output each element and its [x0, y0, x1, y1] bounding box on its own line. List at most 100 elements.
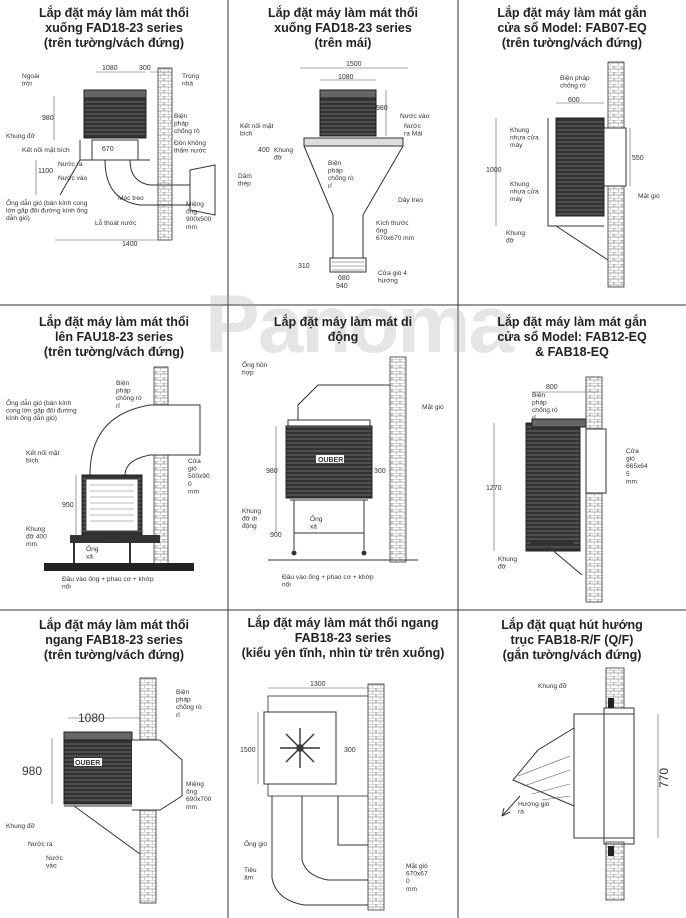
- dim-1300: 1300: [310, 681, 326, 688]
- title-line-2: trục FAB18-R/F (Q/F): [510, 633, 634, 647]
- panel-title: Lắp đặt máy làm mát gắn cửa sổ Model: FA…: [458, 6, 686, 51]
- brick-wall-bottom: [605, 841, 625, 901]
- title-line-2: ngang FAB18-23 series: [45, 633, 183, 647]
- dim-1080: 1080: [102, 65, 118, 72]
- title-line-3: (trên tường/vách đứng): [43, 345, 185, 359]
- dim-950: 950: [62, 502, 74, 509]
- dim-940: 940: [336, 283, 348, 290]
- label-frame: Khung đỡ: [6, 133, 36, 140]
- duct-elbow: [89, 404, 201, 476]
- panel-title: Lắp đặt máy làm mát thổi ngang FAB18-23 …: [0, 618, 228, 663]
- dim-1270: 1270: [486, 485, 502, 492]
- duct-elbow: [271, 796, 368, 906]
- title-line-3: (gắn tường/vách đứng): [502, 648, 642, 662]
- dim-1500: 1500: [346, 61, 362, 68]
- label-wall: Mặt gió: [638, 193, 660, 200]
- panel-fau-wall: Lắp đặt máy làm mát thổi lên FAU18-23 se…: [0, 305, 228, 610]
- dim-300: 300: [374, 468, 386, 475]
- panel-fad-roof: Lắp đặt máy làm mát thổi xuống FAD18-23 …: [228, 0, 458, 305]
- dim-1400: 1400: [122, 241, 138, 248]
- duct-elbow: [104, 159, 190, 206]
- title-line-2: FAB18-23 series: [294, 631, 392, 645]
- title-line-2: xuống FAD18-23 series: [45, 21, 183, 35]
- panel-title: Lắp đặt máy làm mát gắn cửa sổ Model: FA…: [458, 315, 686, 360]
- watermark: Panoma: [205, 279, 514, 370]
- dim-800: 800: [546, 384, 558, 391]
- title-line-2: lên FAU18-23 series: [54, 330, 174, 344]
- label-water-out: Nước ra: [28, 841, 53, 848]
- outlet-flare: [189, 164, 216, 216]
- cooler-unit: [555, 117, 605, 217]
- dim-670: 670: [102, 146, 114, 153]
- panel-drawing: 1500 1080 980 400 310 680 940 Kết nối mặ…: [238, 61, 430, 290]
- cooler-unit: [319, 95, 377, 137]
- title-line-3: & FAB18-EQ: [535, 345, 609, 359]
- title-line-3: (trên tường/vách đứng): [43, 648, 185, 662]
- brick-wall: [157, 67, 173, 241]
- label-drain: Lỗ thoát nước: [95, 218, 137, 227]
- title-line-1: Lắp đặt máy làm mát thổi: [38, 6, 190, 20]
- brand-logo: OUBER: [318, 457, 343, 464]
- dim-310: 310: [298, 263, 310, 270]
- panel-title: Lắp đặt máy làm mát thổi lên FAU18-23 se…: [0, 315, 228, 360]
- title-line-1: Lắp đặt máy làm mát thổi: [38, 315, 190, 329]
- panel-title: Lắp đặt máy làm mát thổi xuống FAD18-23 …: [228, 6, 458, 51]
- cooler-unit: [63, 737, 133, 805]
- dim-980: 980: [266, 468, 278, 475]
- label-water-in: Nước vào: [58, 175, 88, 182]
- panel-fab-quiet: Lắp đặt máy làm mát thổi ngang FAB18-23 …: [228, 610, 458, 918]
- dim-1080: 1080: [338, 74, 354, 81]
- label-wire: Dây treo: [398, 197, 423, 204]
- label-frame: Khung đỡ: [6, 823, 36, 830]
- floor-slab: [44, 563, 194, 571]
- roof-beam: [303, 137, 404, 147]
- label-water-out: Nước ra: [58, 161, 83, 168]
- title-line-2: động: [327, 330, 359, 344]
- dim-680: 680: [338, 275, 350, 282]
- dim-300: 300: [344, 747, 356, 754]
- cooler-unit: [83, 95, 147, 139]
- panel-fad-wall: Lắp đặt máy làm mát thổi xuống FAD18-23 …: [0, 0, 228, 305]
- hood: [297, 384, 390, 420]
- panel-title: Lắp đặt máy làm mát thổi ngang FAB18-23 …: [228, 616, 458, 661]
- panel-mobile: Lắp đặt máy làm mát di động OUBER 980 30…: [228, 305, 458, 610]
- louver-hood: [512, 727, 575, 807]
- dim-1080: 1080: [104, 536, 120, 543]
- brand-logo: OUBER: [75, 760, 100, 767]
- title-line-1: Lắp đặt máy làm mát gắn: [497, 315, 647, 329]
- dim-550: 550: [632, 155, 644, 162]
- dim-400: 400: [258, 147, 270, 154]
